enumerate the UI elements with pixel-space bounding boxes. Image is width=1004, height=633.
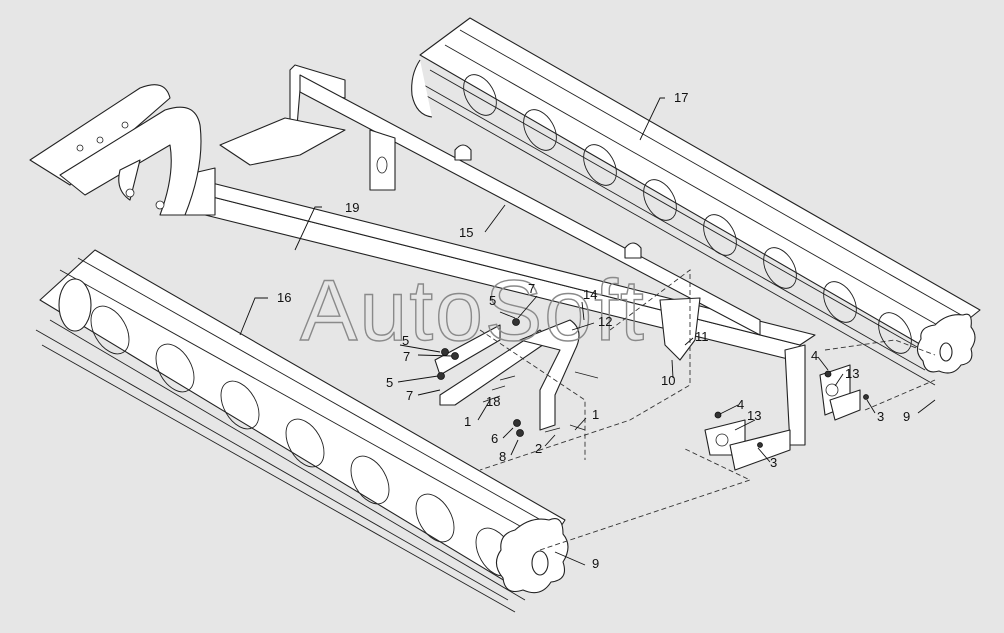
callout-4-mid: 4 — [737, 397, 744, 412]
callout-10: 10 — [661, 373, 675, 388]
callout-13-mid: 13 — [747, 408, 761, 423]
callout-6: 6 — [491, 431, 498, 446]
callouts: 17 19 15 16 5 7 14 12 5 7 5 7 18 1 1 6 8… — [277, 90, 910, 571]
leader-lines — [239, 97, 936, 566]
callout-9-bottom: 9 — [592, 556, 599, 571]
callout-8: 8 — [499, 449, 506, 464]
assembly-lines — [479, 269, 936, 551]
callout-2: 2 — [535, 441, 542, 456]
roller-17 — [411, 17, 981, 386]
callout-5-mid: 5 — [402, 333, 409, 348]
callout-18: 18 — [486, 394, 500, 409]
callout-7-top: 7 — [528, 281, 535, 296]
callout-17: 17 — [674, 90, 688, 105]
callout-1-right: 1 — [592, 407, 599, 422]
watermark: AutoSoft — [300, 263, 646, 359]
callout-12: 12 — [598, 314, 612, 329]
callout-3-right: 3 — [877, 409, 884, 424]
callout-5-low: 5 — [386, 375, 393, 390]
callout-19: 19 — [345, 200, 359, 215]
callout-15: 15 — [459, 225, 473, 240]
callout-9-right: 9 — [903, 409, 910, 424]
callout-11: 11 — [695, 329, 709, 344]
hitch-19 — [29, 84, 202, 216]
roller-16 — [35, 249, 569, 613]
callout-7-low: 7 — [406, 388, 413, 403]
fasteners — [437, 318, 869, 448]
callout-7-mid: 7 — [403, 349, 410, 364]
callout-16: 16 — [277, 290, 291, 305]
callout-4-right: 4 — [811, 348, 818, 363]
callout-13-right: 13 — [845, 366, 859, 381]
bracket-assembly — [434, 297, 861, 471]
callout-5-top: 5 — [489, 293, 496, 308]
callout-14: 14 — [583, 287, 597, 302]
callout-3-mid: 3 — [770, 455, 777, 470]
callout-1-left: 1 — [464, 414, 471, 429]
